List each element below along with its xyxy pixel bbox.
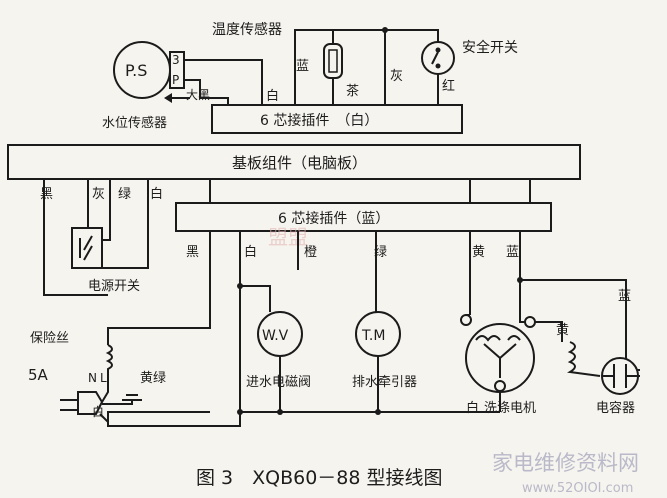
top-blue-label: 蓝 [296, 59, 309, 74]
drain-tractor-name: 排水牵引器 [352, 375, 417, 390]
drain-tractor: T.M 排水牵引器 [352, 311, 417, 412]
capacitor: 电容器 [596, 357, 640, 416]
ps-pin-p: P [172, 73, 179, 87]
yellow-green-label: 黄绿 [140, 371, 166, 386]
board-box [7, 144, 581, 180]
mid-gray-label: 灰 [92, 187, 105, 202]
plug-n-label: N [88, 371, 97, 385]
mid-white-label: 白 [150, 186, 163, 202]
mid-black-label: 黑 [40, 187, 53, 202]
connector-white-box [211, 104, 463, 134]
ghost-stamp: 盟盟 [268, 225, 308, 249]
connector-blue-label: 6 芯接插件（蓝） [278, 210, 389, 227]
temp-sensor-label: 温度传感器 [212, 21, 282, 38]
plug-l-label: L [100, 371, 107, 385]
watermark-cn: 家电维修资料网 [492, 451, 639, 475]
power-switch-label: 电源开关 [88, 279, 140, 294]
pressure-sensor-terminals [169, 51, 185, 89]
washing-motor-name: 洗涤电机 [484, 401, 536, 416]
watermark-url: www.52OIOI.com [522, 481, 633, 496]
power-switch-wiring: 黑 灰 绿 白 电源开关 [40, 179, 163, 296]
water-level-sensor-label: 水位传感器 [102, 115, 167, 131]
washing-motor: 黄 白 洗涤电机 [460, 314, 569, 416]
pressure-sensor-label: P.S [125, 61, 147, 80]
capacitor-name: 电容器 [596, 400, 635, 416]
lower-yellow-label: 黄 [472, 245, 485, 260]
lower-green-label: 绿 [374, 245, 387, 260]
lower-white-label: 白 [244, 244, 257, 260]
top-brown-label: 茶 [346, 83, 359, 99]
bottom-white-label: 白 [92, 404, 104, 419]
fuse-plug: 保险丝 5A N L 黄绿 白 [28, 331, 210, 425]
top-red-label: 红 [442, 78, 455, 94]
figure-caption: 图 3 XQB60－88 型接线图 [196, 467, 443, 489]
drain-tractor-symbol: T.M [361, 328, 385, 344]
fuse-rating: 5A [28, 366, 49, 384]
plug-body [77, 391, 104, 415]
right-yellow-label: 黄 [556, 323, 569, 338]
right-blue-label: 蓝 [618, 289, 631, 304]
power-switch-box [71, 227, 103, 269]
big-black-label: 大黑 [186, 88, 210, 102]
temp-sensor-body [323, 43, 343, 79]
water-valve: W.V 进水电磁阀 [246, 311, 311, 412]
lower-blue-label: 蓝 [506, 245, 519, 260]
lower-black-label: 黑 [186, 245, 199, 260]
ps-pin-3: 3 [172, 53, 180, 67]
fuse-label: 保险丝 [30, 331, 69, 346]
top-white-label: 白 [266, 88, 279, 104]
water-valve-symbol: W.V [262, 328, 289, 344]
motor-coil [567, 341, 601, 377]
lower-wiring: 黑 白 橙 绿 黄 蓝 蓝 [107, 231, 640, 412]
top-gray-label: 灰 [390, 69, 403, 84]
mid-green-label: 绿 [118, 187, 131, 202]
common-return-left [107, 412, 241, 427]
water-valve-name: 进水电磁阀 [246, 375, 311, 390]
connector-white-label: 6 芯接插件 （白） [260, 112, 378, 129]
lower-orange-label: 橙 [304, 245, 317, 260]
board-label: 基板组件（电脑板） [232, 154, 367, 172]
connector-blue-box [175, 202, 552, 232]
safety-switch-label: 安全开关 [462, 39, 518, 56]
safety-switch-circle [421, 41, 455, 75]
top-wiring: P.S 3 P 大黑 水位传感器 温度传感器 安全开关 白 蓝 茶 灰 红 [102, 21, 518, 131]
motor-white-label: 白 [466, 400, 479, 416]
